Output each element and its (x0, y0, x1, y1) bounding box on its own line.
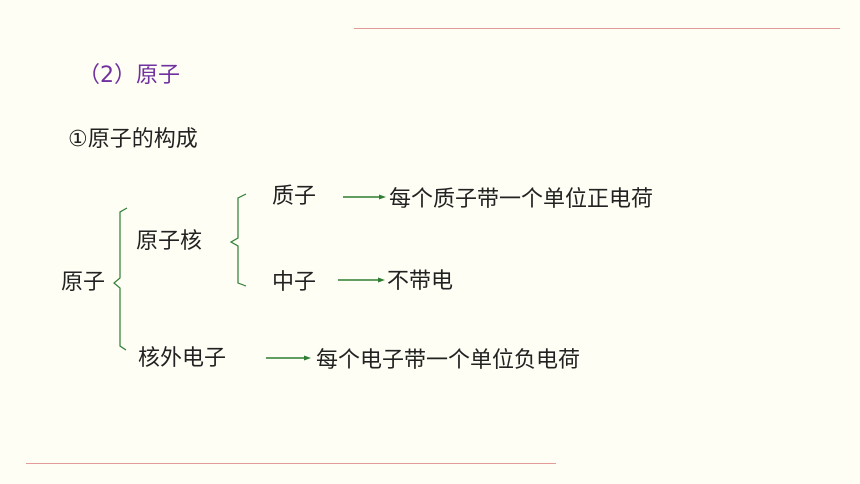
desc-electron: 每个电子带一个单位负电荷 (316, 348, 581, 373)
arrow-neutron (338, 277, 385, 283)
desc-neutron: 不带电 (387, 269, 454, 294)
desc-proton: 每个质子带一个单位正电荷 (389, 187, 654, 212)
top-divider (354, 28, 840, 29)
bottom-divider (26, 463, 556, 464)
inner-bracket (229, 193, 247, 287)
node-nucleus: 原子核 (136, 229, 203, 254)
section-title: （2）原子 (78, 63, 180, 88)
arrow-electron (266, 355, 311, 361)
node-neutron: 中子 (272, 270, 317, 295)
node-electron: 核外电子 (138, 346, 227, 371)
node-atom: 原子 (61, 270, 106, 295)
outer-bracket (113, 207, 128, 351)
node-proton: 质子 (272, 184, 317, 209)
arrow-proton (343, 194, 386, 200)
subtitle: ①原子的构成 (68, 127, 198, 152)
